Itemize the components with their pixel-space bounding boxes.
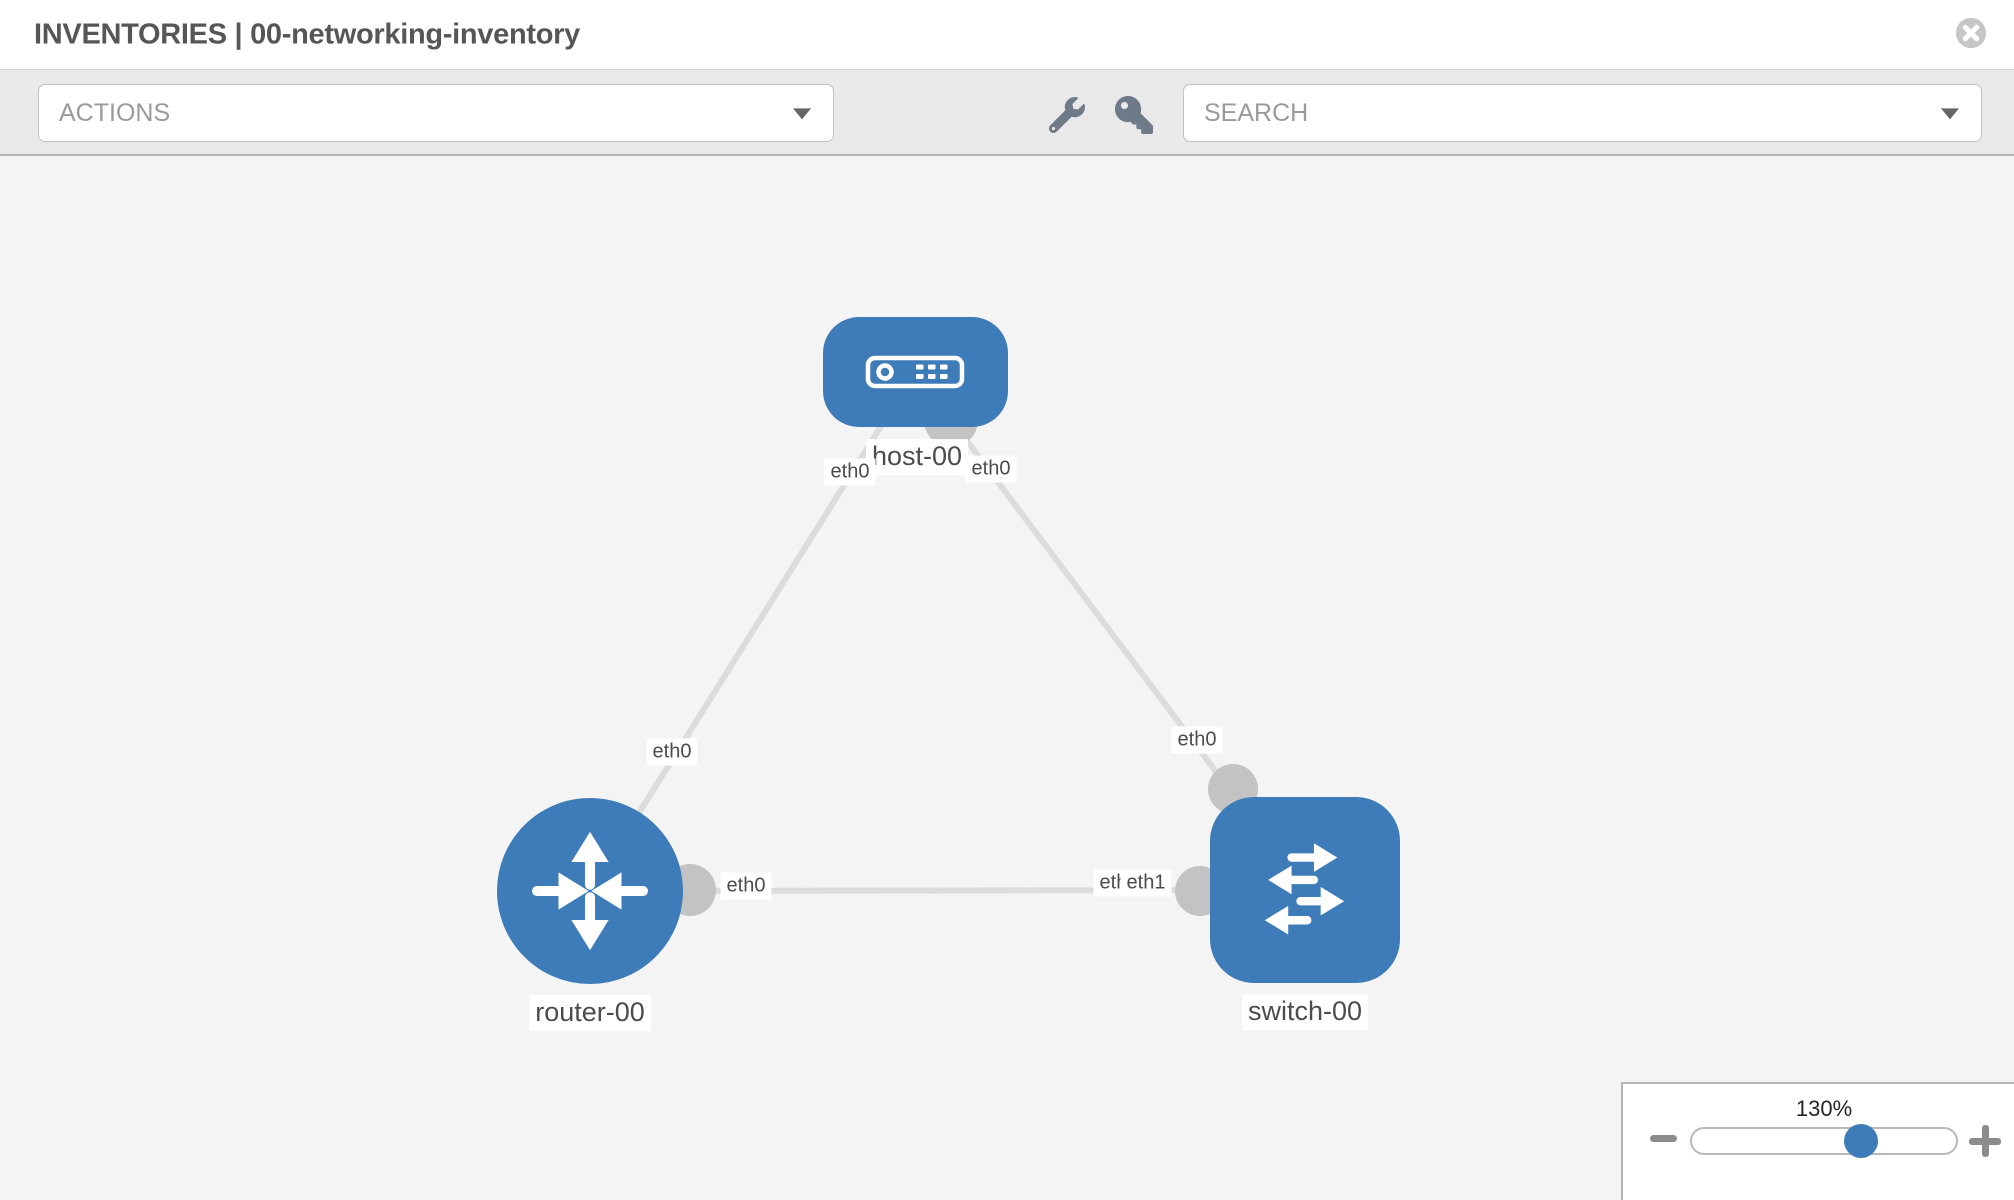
interface-label-eth0: eth0 bbox=[1171, 726, 1223, 754]
zoom-slider[interactable] bbox=[1690, 1124, 1958, 1158]
actions-dropdown-label: ACTIONS bbox=[59, 98, 171, 127]
topology-links-layer bbox=[587, 370, 1308, 916]
router-icon bbox=[532, 831, 648, 951]
zoom-out-button[interactable] bbox=[1650, 1135, 1677, 1142]
key-button[interactable] bbox=[1110, 91, 1158, 139]
interface-label-eth0: eth0 bbox=[646, 738, 698, 766]
actions-dropdown[interactable]: ACTIONS bbox=[38, 84, 834, 142]
page-title: INVENTORIES | 00-networking-inventory bbox=[34, 18, 580, 50]
zoom-slider-knob[interactable] bbox=[1844, 1124, 1879, 1158]
chevron-down-icon bbox=[1941, 108, 1959, 120]
chevron-down-icon bbox=[793, 108, 811, 120]
topology-canvas[interactable]: host-00 router-00 switch-00 eth0 eth0 eth0 eth… bbox=[0, 156, 2014, 1200]
node-switch-00[interactable] bbox=[1210, 797, 1400, 983]
node-label-router-00: router-00 bbox=[529, 995, 651, 1031]
interface-label-eth0: eth0 bbox=[965, 455, 1017, 483]
search-dropdown-label: SEARCH bbox=[1204, 98, 1309, 127]
zoom-level-label: 130% bbox=[1795, 1096, 1853, 1121]
interface-label-eth0: eth0 bbox=[720, 872, 772, 900]
node-router-00[interactable] bbox=[497, 798, 683, 984]
node-host-00[interactable] bbox=[822, 317, 1008, 427]
interface-label-eth0: eth0 bbox=[824, 458, 876, 486]
toolbar: ACTIONS SEARCH bbox=[0, 70, 2014, 156]
switch-icon bbox=[1264, 843, 1345, 935]
wrench-button[interactable] bbox=[1043, 91, 1091, 139]
host-icon bbox=[865, 355, 965, 389]
close-button[interactable] bbox=[1954, 16, 1988, 50]
wrench-icon bbox=[1049, 97, 1085, 133]
interface-label-eth1: eth1 bbox=[1120, 869, 1172, 897]
zoom-in-button[interactable] bbox=[1969, 1125, 2001, 1157]
node-label-switch-00: switch-00 bbox=[1241, 994, 1369, 1030]
close-icon bbox=[1955, 17, 1987, 49]
node-label-host-00: host-00 bbox=[865, 439, 969, 475]
zoom-panel: 130% bbox=[1621, 1082, 2014, 1200]
search-dropdown[interactable]: SEARCH bbox=[1183, 84, 1982, 142]
key-icon bbox=[1115, 96, 1153, 134]
header: INVENTORIES | 00-networking-inventory bbox=[0, 0, 2014, 70]
